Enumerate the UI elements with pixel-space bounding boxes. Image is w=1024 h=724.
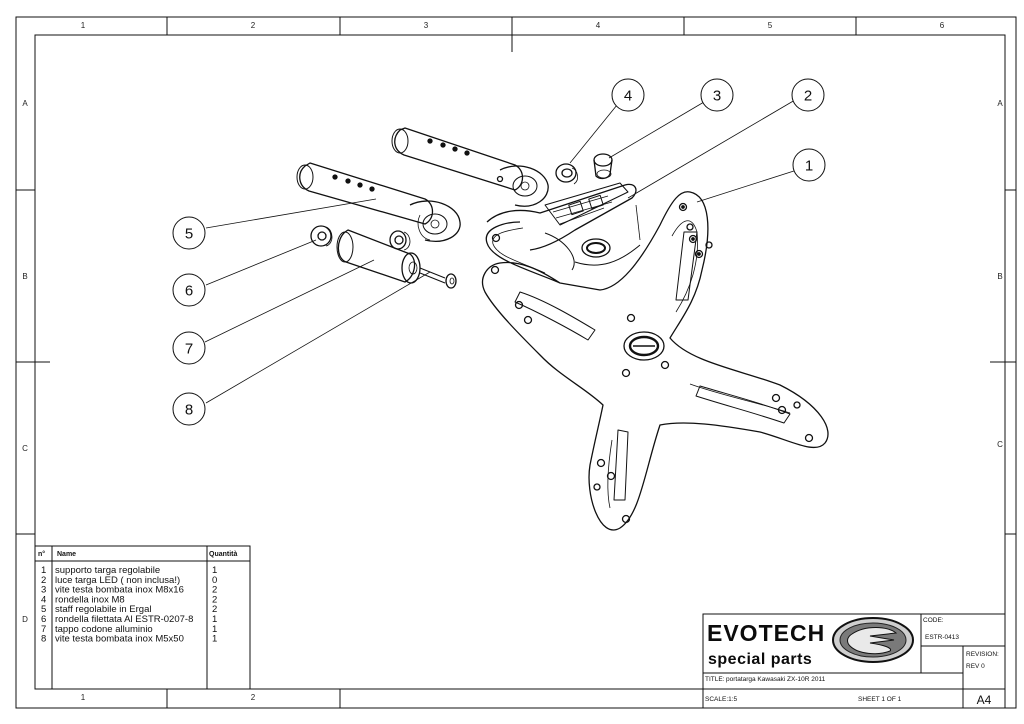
adjustable-stays xyxy=(296,127,549,242)
bom-row-number: 1 xyxy=(41,565,46,576)
bom-row-number: 6 xyxy=(41,614,46,625)
zone-col-1: 1 xyxy=(81,21,86,30)
bom-row-name: rondella inox M8 xyxy=(55,594,125,605)
screw-m5 xyxy=(419,267,457,289)
brand-tagline: special parts xyxy=(708,651,812,668)
bom-row-qty: 1 xyxy=(212,614,217,625)
bom-row-number: 7 xyxy=(41,624,46,635)
bom-row-name: vite testa bombata inox M5x50 xyxy=(55,634,184,645)
washer-m8 xyxy=(555,163,578,185)
bom-table: n° Name Quantità 1 supporto targa regolab… xyxy=(34,545,251,690)
sheet-text: SHEET 1 OF 1 xyxy=(858,696,902,703)
bom-row-name: tappo codone alluminio xyxy=(55,624,153,635)
bom-row-number: 5 xyxy=(41,604,46,615)
zone-row-d-left: D xyxy=(22,615,28,624)
leader-lines xyxy=(204,99,798,404)
balloon-2: 2 xyxy=(791,78,825,112)
zone-dividers xyxy=(16,17,1016,708)
zone-bottom-col-2: 2 xyxy=(251,693,256,702)
zone-col-5: 5 xyxy=(768,21,773,30)
svg-text:1: 1 xyxy=(805,158,813,175)
bom-row-qty: 1 xyxy=(212,624,217,635)
scale-text: SCALE:1:5 xyxy=(705,696,738,703)
screw-m8 xyxy=(593,153,613,180)
svg-text:3: 3 xyxy=(713,88,721,105)
zone-row-c-left: C xyxy=(22,444,28,453)
bracket-plate xyxy=(481,191,829,531)
threaded-washer xyxy=(310,225,333,247)
zone-row-b-right: B xyxy=(997,272,1002,281)
bom-row-name: luce targa LED ( non inclusa!) xyxy=(55,575,180,586)
svg-text:6: 6 xyxy=(185,283,193,300)
exploded-view xyxy=(204,99,829,531)
bom-row-qty: 2 xyxy=(212,585,217,596)
balloon-8: 8 xyxy=(172,392,206,426)
zone-row-b-left: B xyxy=(22,272,27,281)
zone-row-a-right: A xyxy=(997,99,1003,108)
svg-text:8: 8 xyxy=(185,402,193,419)
title-block: EVOTECH special parts CODE: ESTR-0413 RE… xyxy=(702,613,1006,708)
title-value: portatarga Kawasaki ZX-10R 2011 xyxy=(726,676,826,683)
bom-row-number: 8 xyxy=(41,634,46,645)
bom-row-name: supporto targa regolabile xyxy=(55,565,160,576)
brand-name: EVOTECH xyxy=(707,620,825,646)
svg-text:2: 2 xyxy=(804,88,812,105)
balloon-1: 1 xyxy=(792,148,826,182)
bom-row-qty: 1 xyxy=(212,565,217,576)
svg-text:4: 4 xyxy=(624,88,632,105)
bom-row-number: 2 xyxy=(41,575,46,586)
bom-row-name: staff regolabile in Ergal xyxy=(55,604,151,615)
balloon-3: 3 xyxy=(700,78,734,112)
bom-row-qty: 2 xyxy=(212,604,217,615)
revision-label: REVISION: xyxy=(966,651,999,658)
zone-row-c-right: C xyxy=(997,440,1003,449)
balloon-5: 5 xyxy=(172,216,206,250)
tail-cap xyxy=(336,229,421,284)
code-label: CODE: xyxy=(923,617,944,624)
zone-col-3: 3 xyxy=(424,21,429,30)
bom-row-number: 4 xyxy=(41,594,46,605)
bom-row-number: 3 xyxy=(41,585,46,596)
zone-col-6: 6 xyxy=(940,21,945,30)
svg-text:7: 7 xyxy=(185,341,193,358)
zone-col-2: 2 xyxy=(251,21,256,30)
code-value: ESTR-0413 xyxy=(925,634,959,641)
bom-header-qty: Quantità xyxy=(209,551,237,558)
bom-row-qty: 1 xyxy=(212,634,217,645)
svg-text:5: 5 xyxy=(185,226,193,243)
revision-value: REV 0 xyxy=(966,663,985,670)
bom-row-name: rondella filettata Al ESTR-0207-8 xyxy=(55,614,193,625)
bom-row-qty: 2 xyxy=(212,594,217,605)
bom-header-number: n° xyxy=(38,550,45,558)
balloon-7: 7 xyxy=(172,331,206,365)
balloons: 1 2 3 4 5 6 7 8 xyxy=(172,78,826,426)
zone-row-a-left: A xyxy=(22,99,28,108)
zone-col-4: 4 xyxy=(596,21,601,30)
paper-size: A4 xyxy=(977,693,992,707)
bom-row-qty: 0 xyxy=(212,575,217,586)
bom-row-name: vite testa bombata inox M8x16 xyxy=(55,585,184,596)
balloon-4: 4 xyxy=(611,78,645,112)
zone-bottom-col-1: 1 xyxy=(81,693,86,702)
balloon-6: 6 xyxy=(172,273,206,307)
title-label: TITLE: xyxy=(705,676,725,683)
brand-logo xyxy=(832,617,914,663)
led-holder xyxy=(486,182,641,271)
bom-header-name: Name xyxy=(57,551,76,558)
